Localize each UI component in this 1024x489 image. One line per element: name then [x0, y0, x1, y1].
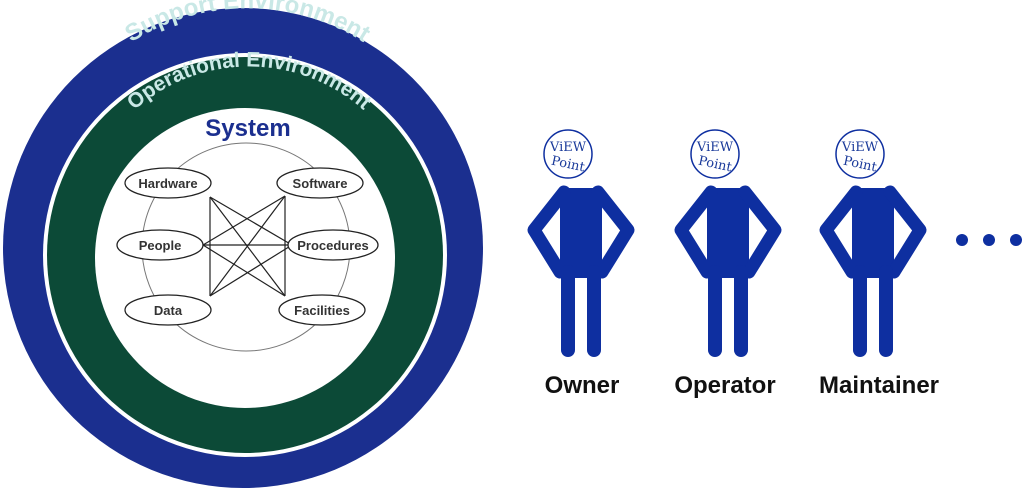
svg-text:Point: Point: [697, 154, 734, 176]
node-software: Software: [276, 167, 364, 199]
svg-text:ViEW: ViEW: [696, 140, 734, 155]
role-label-owner: Owner: [545, 372, 620, 399]
node-hardware: Hardware: [124, 167, 212, 199]
viewpoint-head-icon: [690, 129, 740, 179]
ellipsis-icon: [956, 234, 1022, 246]
svg-text:Hardware: Hardware: [138, 176, 197, 191]
node-facilities: Facilities: [278, 294, 366, 326]
node-procedures: Procedures: [287, 229, 379, 261]
svg-text:ViEW: ViEW: [549, 140, 587, 155]
svg-text:People: People: [139, 238, 182, 253]
viewpoint-head-icon: [835, 129, 885, 179]
node-data: Data: [124, 294, 212, 326]
person-operator: ViEW Point: [674, 129, 782, 357]
connection-lines: [202, 195, 293, 297]
svg-text:Facilities: Facilities: [294, 303, 350, 318]
svg-text:ViEW: ViEW: [841, 140, 879, 155]
node-people: People: [116, 229, 204, 261]
person-owner: ViEW Point: [527, 129, 635, 357]
system-label: System: [205, 115, 290, 142]
svg-text:Software: Software: [293, 176, 348, 191]
svg-text:Procedures: Procedures: [297, 238, 369, 253]
svg-text:Data: Data: [154, 303, 183, 318]
svg-text:Point: Point: [842, 154, 879, 176]
role-label-operator: Operator: [674, 372, 775, 399]
person-maintainer: ViEW Point: [819, 129, 927, 357]
viewpoint-head-icon: [543, 129, 593, 179]
svg-text:Point: Point: [550, 154, 587, 176]
role-label-maintainer: Maintainer: [819, 372, 939, 399]
